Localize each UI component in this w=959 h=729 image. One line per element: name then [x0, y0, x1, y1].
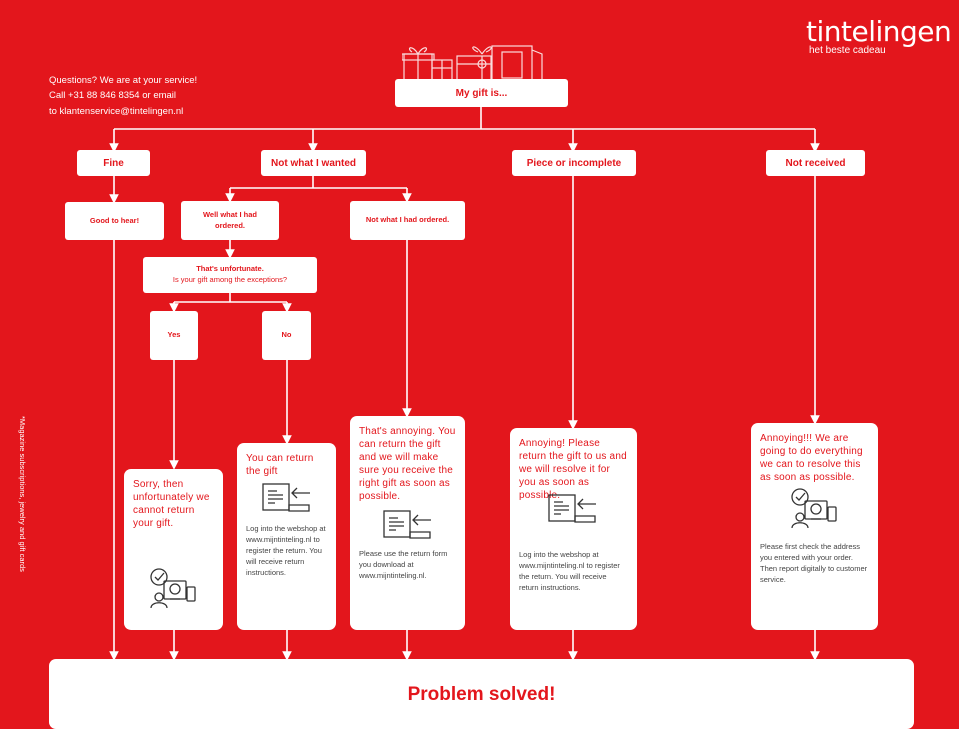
card-annoying-resolve: Annoying!!! We are going to do everythin… — [751, 423, 878, 630]
footer-text: Problem solved! — [407, 684, 556, 705]
return-form-icon — [262, 483, 310, 512]
card-annoying-return-head: Annoying! Please return the gift to us a… — [519, 438, 627, 501]
return-form-icon — [548, 494, 596, 523]
card-annoying-return: Annoying! Please return the gift to us a… — [510, 428, 637, 630]
category-not-wanted: Not what I wanted — [261, 150, 366, 176]
card-annoying: That's annoying. You can return the gift… — [350, 416, 465, 630]
answer-no: No — [262, 311, 311, 360]
exception-title: That's unfortunate. — [196, 264, 264, 274]
answer-yes: Yes — [150, 311, 198, 360]
card-sorry: Sorry, then unfortunately we cannot retu… — [124, 469, 223, 630]
category-incomplete: Piece or incomplete — [512, 150, 636, 176]
category-fine: Fine — [77, 150, 150, 176]
card-annoying-return-body: Log into the webshop at www.mijntintelin… — [519, 550, 620, 592]
card-return-head: You can return the gift — [246, 453, 314, 477]
branch-not-ordered: Not what I had ordered. — [350, 201, 465, 240]
category-not-received: Not received — [766, 150, 865, 176]
side-note: *Magazine subscriptions, jewelry and gif… — [18, 416, 27, 572]
root-node: My gift is... — [395, 79, 568, 107]
contact-line-2: Call +31 88 846 8354 or email — [49, 90, 177, 102]
customer-service-icon — [791, 488, 837, 529]
card-annoying-resolve-head: Annoying!!! We are going to do everythin… — [760, 433, 863, 483]
contact-line-1: Questions? We are at your service! — [49, 75, 198, 86]
customer-service-icon — [150, 568, 196, 609]
card-sorry-head: Sorry, then unfortunately we cannot retu… — [133, 479, 210, 529]
card-annoying-body: Please use the return form you download … — [359, 549, 448, 580]
contact-info: Questions? We are at your service! Call … — [49, 73, 197, 119]
return-form-icon — [383, 510, 431, 539]
gifts-illustration — [402, 45, 543, 81]
footer-problem-solved: Problem solved! — [49, 659, 914, 729]
brand-logo: tintelingen het beste cadeau — [806, 15, 952, 57]
card-annoying-head: That's annoying. You can return the gift… — [359, 426, 456, 502]
logo-tagline: het beste cadeau — [809, 45, 886, 56]
card-annoying-resolve-body: Please first check the address you enter… — [760, 542, 868, 584]
exception-question: Is your gift among the exceptions? — [172, 275, 288, 284]
card-return-body: Log into the webshop at www.mijntintelin… — [246, 524, 326, 577]
logo-wordmark: tintelingen — [806, 15, 952, 48]
branch-what-ordered: Well what I had ordered. — [181, 201, 279, 240]
branch-good: Good to hear! — [65, 202, 164, 240]
card-return: You can return the gift Log into the web… — [237, 443, 336, 630]
exception-question-box: That's unfortunate. Is your gift among t… — [143, 257, 317, 293]
contact-line-3: to klantenservice@tintelingen.nl — [49, 105, 184, 117]
